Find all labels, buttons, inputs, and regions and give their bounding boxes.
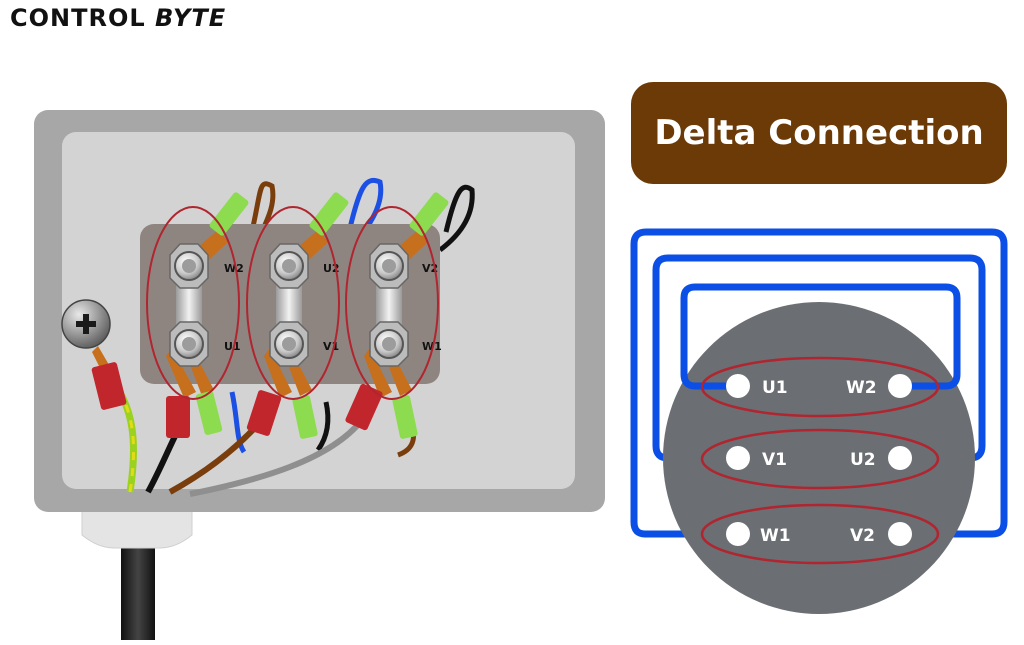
brand-part-1: CONTROL: [10, 4, 146, 32]
link-u1-w2: [680, 283, 961, 390]
label-u1: U1: [224, 340, 241, 353]
plate-label-w2: W2: [846, 378, 877, 398]
terminal-u2-dot: [888, 446, 912, 470]
terminal-w1-dot: [726, 522, 750, 546]
cable-gland: [81, 507, 193, 549]
plate-label-v2: V2: [850, 526, 875, 546]
junction-box: W2 U2 V2 U1 V1 W1: [34, 110, 605, 640]
label-w2: W2: [224, 262, 244, 275]
plate-terminals: [726, 374, 912, 546]
link-v1-u2: [652, 254, 986, 462]
terminal-v1-dot: [726, 446, 750, 470]
plate-label-u2: U2: [850, 450, 876, 470]
lower-lugs: [166, 348, 418, 439]
terminal-v2-dot: [888, 522, 912, 546]
ground-symbol-icon: [76, 314, 96, 334]
label-v1: V1: [323, 340, 339, 353]
link-w1-v2: [630, 228, 1008, 538]
terminal-highlights: [146, 206, 439, 400]
plate-labels: U1 W2 V1 U2 W1 V2: [760, 378, 877, 546]
plate-label-w1: W1: [760, 526, 791, 546]
delta-diagram: U1 W2 V1 U2 W1 V2: [630, 228, 1008, 614]
terminal-w2-dot: [888, 374, 912, 398]
ground-terminal: [61, 299, 127, 410]
terminal-u1-dot: [726, 374, 750, 398]
label-w1: W1: [422, 340, 442, 353]
terminal-plate: [663, 302, 975, 614]
brand-part-2: BYTE: [155, 4, 227, 32]
terminal-labels: W2 U2 V2 U1 V1 W1: [224, 262, 442, 353]
terminal-nuts: [169, 243, 409, 367]
plate-label-v1: V1: [762, 450, 787, 470]
plate-label-u1: U1: [762, 378, 788, 398]
page-title: Delta Connection: [654, 113, 984, 153]
brand-logo: CONTROL BYTE: [10, 4, 226, 32]
supply-cable: [121, 548, 155, 640]
title-banner: Delta Connection: [631, 82, 1007, 184]
row-highlights: [700, 356, 940, 565]
